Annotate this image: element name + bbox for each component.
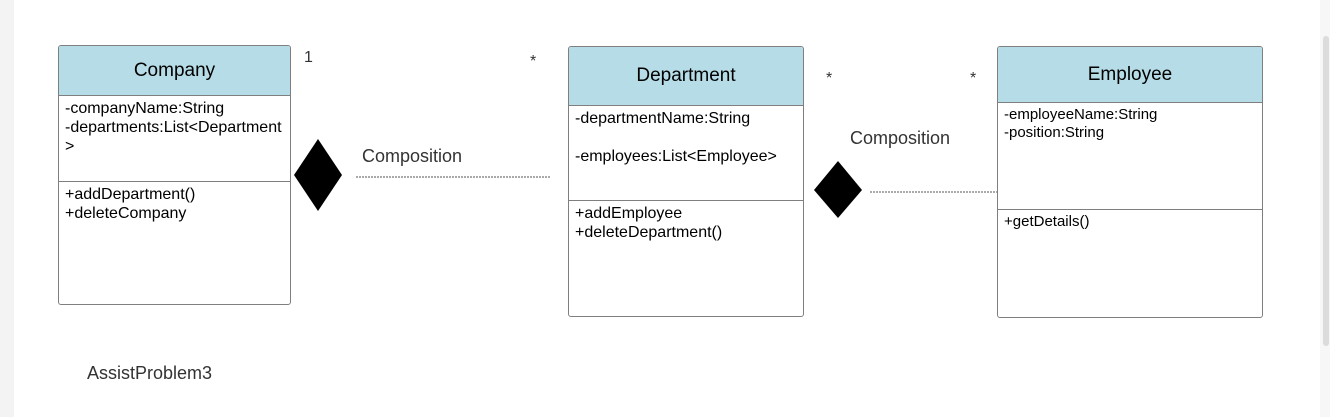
- attribute: -departments:List<Department>: [65, 119, 282, 155]
- class-company-methods: +addDepartment() +deleteCompany: [59, 182, 290, 226]
- diagram-title: AssistProblem3: [87, 363, 213, 383]
- attribute: -departmentName:String: [575, 110, 751, 127]
- class-employee-methods: +getDetails(): [998, 210, 1262, 234]
- relationship-label-department-employee: Composition: [850, 128, 951, 148]
- class-department-attributes: -departmentName:String ​ -employees:List…: [569, 106, 803, 201]
- relationship-label-company-department: Composition: [362, 146, 463, 166]
- class-company[interactable]: Company -companyName:String -departments…: [58, 45, 291, 305]
- method: +addDepartment(): [65, 186, 196, 203]
- class-employee[interactable]: Employee -employeeName:String -position:…: [997, 46, 1263, 318]
- vertical-scrollbar[interactable]: [1320, 0, 1330, 417]
- method: +getDetails(): [1004, 213, 1090, 230]
- multiplicity-company-side: 1: [304, 49, 313, 66]
- composition-diamond-department: [814, 161, 862, 218]
- class-employee-name: Employee: [998, 47, 1262, 103]
- attribute: ​: [575, 128, 797, 147]
- multiplicity-employee-side: *: [970, 70, 977, 87]
- attribute: -employeeName:String: [1004, 106, 1158, 123]
- class-department-methods: +addEmployee +deleteDepartment(): [569, 201, 803, 245]
- multiplicity-department-right: *: [826, 70, 833, 87]
- multiplicity-department-side: *: [530, 53, 537, 70]
- class-department-name: Department: [569, 47, 803, 106]
- method: +deleteDepartment(): [575, 224, 723, 241]
- attribute: -employees:List<Employee>: [575, 148, 777, 165]
- class-department[interactable]: Department -departmentName:String ​ -emp…: [568, 46, 804, 317]
- class-company-name: Company: [59, 46, 290, 96]
- attribute: -position:String: [1004, 124, 1105, 141]
- composition-diamond-company: [294, 139, 342, 211]
- method: +addEmployee: [575, 205, 683, 222]
- scrollbar-thumb[interactable]: [1323, 36, 1329, 346]
- class-company-attributes: -companyName:String -departments:List<De…: [59, 96, 290, 182]
- method: +deleteCompany: [65, 205, 187, 222]
- class-employee-attributes: -employeeName:String -position:String: [998, 103, 1262, 210]
- attribute: -companyName:String: [65, 100, 225, 117]
- left-gutter: [0, 0, 14, 417]
